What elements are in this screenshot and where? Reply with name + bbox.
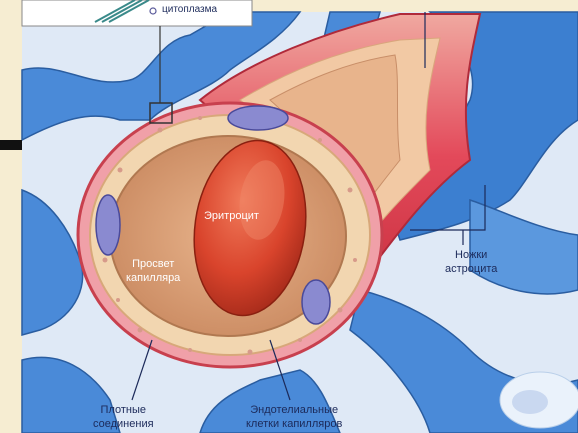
endo-label-line2: клетки капилляров: [246, 418, 342, 432]
tight-label-line1: Плотные: [93, 404, 154, 418]
lumen-label-line2: капилляра: [126, 272, 180, 286]
endo-label-line1: Эндотелиальные: [246, 404, 342, 418]
tight-label-line2: соединения: [93, 418, 154, 432]
lumen-label: Просвет капилляра: [126, 258, 180, 286]
inset-box: [22, 0, 252, 26]
astrocyte-feet-label: Ножки астроцита: [445, 249, 497, 277]
cytoplasm-label: цитоплазма: [162, 4, 217, 17]
erythrocyte-label: Эритроцит: [204, 210, 259, 224]
tight-junctions-label: Плотные соединения: [93, 404, 154, 432]
lumen-label-line1: Просвет: [126, 258, 180, 272]
astrocyte-label-line1: Ножки: [445, 249, 497, 263]
astrocyte-label-line2: астроцита: [445, 263, 497, 277]
edge-marker: [0, 140, 22, 150]
endothelial-cells-label: Эндотелиальные клетки капилляров: [246, 404, 342, 432]
